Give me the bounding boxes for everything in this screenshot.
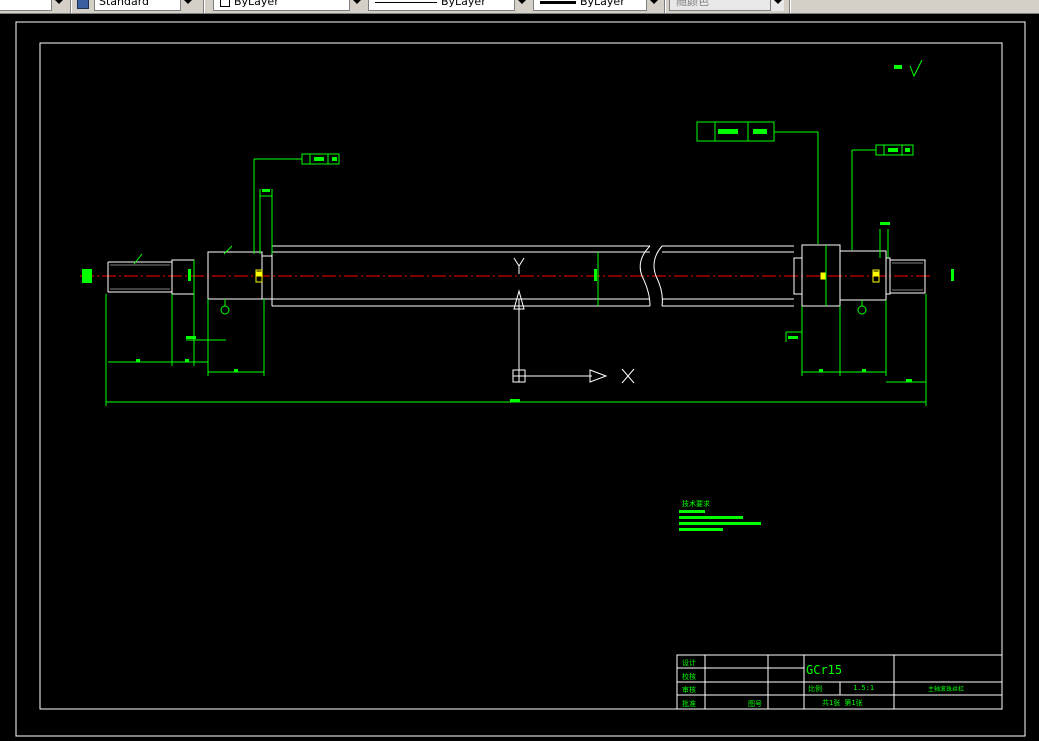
part-name: 主轴滚珠丝杠 [928,685,964,693]
lineweight-dropdown[interactable]: ByLayer [533,0,660,11]
separator [70,0,72,13]
plot-style-value: 随颜色 [676,0,709,8]
sheet-info: 共1张 第1张 [822,698,863,707]
tech-requirements-title: 技术要求 [682,499,710,508]
reviewer-label: 审核 [682,685,696,694]
layer-dropdown[interactable]: ByLayer [213,0,363,11]
dimension-value-marks [82,65,954,402]
chevron-down-icon[interactable] [349,0,363,11]
drawing-number-label: 图号 [748,700,762,708]
approver-label: 批准 [682,699,696,708]
chevron-down-icon [770,0,784,11]
separator [203,0,205,13]
chevron-down-icon[interactable] [514,0,528,11]
dimension-lines [105,59,927,406]
chevron-down-icon[interactable] [646,0,660,11]
linetype-preview-icon [375,1,437,3]
properties-toolbar: Standard ByLayer ByLayer ByLayer 随颜色 [0,0,1039,14]
prev-dropdown[interactable] [0,0,58,11]
tech-requirements: 技术要求 [679,499,761,531]
layer-value: ByLayer [234,0,279,8]
chevron-down-icon[interactable] [180,0,194,11]
lineweight-preview-icon [540,0,576,4]
text-style-dropdown[interactable]: Standard [94,0,194,11]
color-swatch-icon [220,0,230,7]
checker-label: 校核 [682,672,696,681]
designer-label: 设计 [682,658,696,667]
text-style-icon[interactable] [77,0,89,9]
title-block: 设计 校核 审核 批准 图号 GCr15 比例 1.5:1 共1张 第1张 主轴… [676,654,1003,710]
linetype-value: ByLayer [441,0,486,8]
lineweight-value: ByLayer [580,0,625,8]
text-style-value: Standard [99,0,150,8]
sheet-border [15,21,1026,737]
separator [789,0,791,13]
plot-style-dropdown: 随颜色 [669,0,784,11]
chevron-down-icon[interactable] [51,0,65,11]
separator [664,0,666,13]
highlight-marks [255,269,880,283]
material-label: GCr15 [806,663,842,677]
ucs-icon [512,257,635,384]
linetype-dropdown[interactable]: ByLayer [368,0,528,11]
drawing-canvas[interactable]: 技术要求 设计 校核 审核 批准 图号 GCr15 比例 1.5:1 共1张 第… [0,14,1039,741]
frame-border [39,42,1003,710]
scale-value: 1.5:1 [853,684,874,692]
scale-label: 比例 [808,684,822,693]
